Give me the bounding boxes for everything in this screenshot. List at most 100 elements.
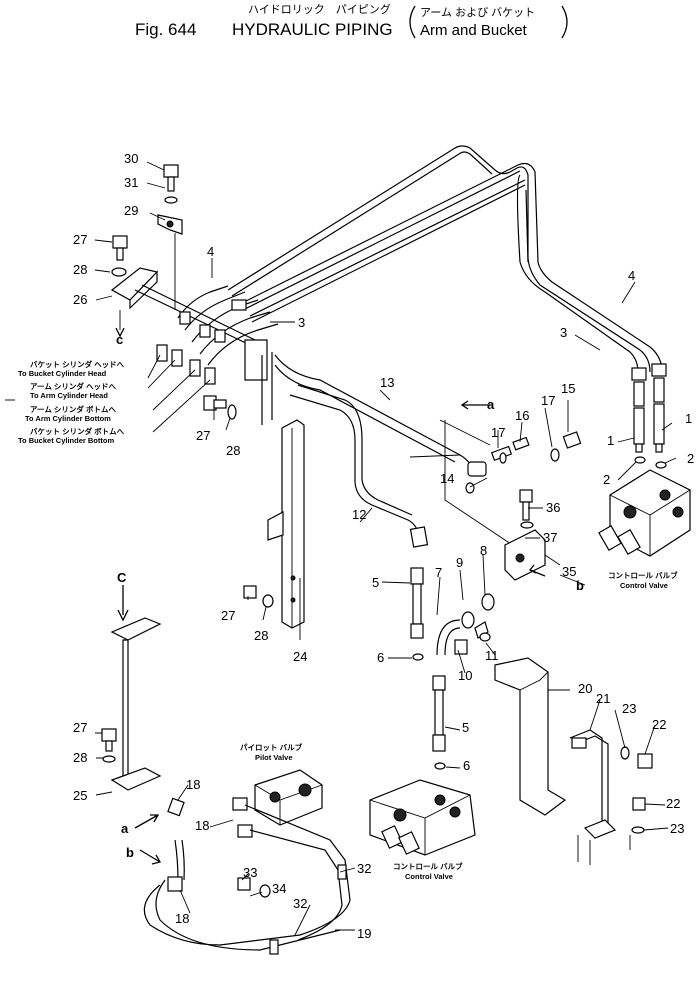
note-arm-head-en: To Arm Cylinder Head xyxy=(30,391,108,400)
figure-number: Fig. 644 xyxy=(135,20,196,39)
leader-lines xyxy=(5,161,677,936)
callout-1-right: 1 xyxy=(685,411,692,426)
callout-18-bottom: 18 xyxy=(175,911,189,926)
control-valve-upper: コントロール バルブ Control Valve xyxy=(598,469,691,590)
callout-2-right: 2 xyxy=(687,451,694,466)
letter-c-top: c xyxy=(116,332,123,347)
note-bucket-bottom-en: To Bucket Cylinder Bottom xyxy=(18,436,114,445)
letter-b-right: b xyxy=(576,578,584,593)
control-valve-upper-label-jp: コントロール バルブ xyxy=(608,570,678,580)
callout-7: 7 xyxy=(435,565,442,580)
callout-29: 29 xyxy=(124,203,138,218)
callout-8: 8 xyxy=(480,543,487,558)
title-english: HYDRAULIC PIPING xyxy=(232,20,393,39)
callout-5-bottom: 5 xyxy=(462,720,469,735)
callout-26: 26 xyxy=(73,292,87,307)
callout-18-mid: 18 xyxy=(195,818,209,833)
subtitle-english: Arm and Bucket xyxy=(420,22,528,39)
control-valve-lower-label-jp: コントロール バルブ xyxy=(393,861,463,871)
pilot-valve-label-en: Pilot Valve xyxy=(255,753,293,762)
callout-17-right: 17 xyxy=(541,393,555,408)
callout-28-top: 28 xyxy=(73,262,87,277)
bracket-20-21 xyxy=(494,657,653,865)
subtitle-japanese: アーム および バケット xyxy=(420,6,535,19)
callout-23-bottom: 23 xyxy=(670,821,684,836)
note-arm-bottom-jp: アーム シリンダ ボトムへ xyxy=(30,404,116,414)
callout-22-bottom: 22 xyxy=(666,796,680,811)
callout-33: 33 xyxy=(243,865,257,880)
control-valve-lower: コントロール バルブ Control Valve xyxy=(369,779,476,881)
control-valve-lower-label-en: Control Valve xyxy=(405,872,453,881)
pilot-valve-label-jp: パイロット バルブ xyxy=(240,742,303,752)
vertical-bracket-24 xyxy=(243,352,305,629)
callout-32-left: 32 xyxy=(293,896,307,911)
cylinder-notes: バケット シリンダ ヘッドへ To Bucket Cylinder Head ア… xyxy=(18,359,125,445)
stand-25 xyxy=(101,585,162,791)
callout-35: 35 xyxy=(562,564,576,579)
center-hoses xyxy=(410,567,495,770)
callout-numbers: 30 31 29 27 28 26 c 4 3 4 3 1 2 1 2 13 a… xyxy=(73,151,694,941)
callout-3-right: 3 xyxy=(560,325,567,340)
callout-31: 31 xyxy=(124,175,138,190)
callout-14: 14 xyxy=(440,471,454,486)
callout-11: 11 xyxy=(485,648,499,663)
callout-6-bottom: 6 xyxy=(463,758,470,773)
callout-13: 13 xyxy=(380,375,394,390)
callout-4-left: 4 xyxy=(207,244,214,259)
callout-5-top: 5 xyxy=(372,575,379,590)
main-pipe-run xyxy=(177,145,663,373)
callout-24: 24 xyxy=(293,649,307,664)
callout-23-top: 23 xyxy=(622,701,636,716)
callout-22-top: 22 xyxy=(652,717,666,732)
note-arm-bottom-en: To Arm Cylinder Bottom xyxy=(25,414,111,423)
callout-32-right: 32 xyxy=(357,861,371,876)
callout-6-top: 6 xyxy=(377,650,384,665)
callout-34: 34 xyxy=(272,881,286,896)
control-valve-upper-label-en: Control Valve xyxy=(620,581,668,590)
callout-27-low: 27 xyxy=(221,608,235,623)
callout-4-right: 4 xyxy=(628,268,635,283)
callout-17-left: 17 xyxy=(491,425,505,440)
note-arm-head-jp: アーム シリンダ ヘッドへ xyxy=(30,381,116,391)
callout-27-bottom: 27 xyxy=(73,720,87,735)
title-japanese: ハイドロリック パイピング xyxy=(248,2,391,16)
letter-a-top: a xyxy=(487,397,495,412)
callout-37: 37 xyxy=(543,530,557,545)
callout-15: 15 xyxy=(561,381,575,396)
figure-header: ハイドロリック パイピング Fig. 644 HYDRAULIC PIPING … xyxy=(135,2,568,39)
callout-2-left: 2 xyxy=(603,472,610,487)
title-paren-right xyxy=(561,5,568,39)
pilot-valve: パイロット バルブ Pilot Valve xyxy=(143,742,351,955)
letter-b-bottom: b xyxy=(126,845,134,860)
callout-28-mid: 28 xyxy=(226,443,240,458)
callout-18-top: 18 xyxy=(186,777,200,792)
title-paren-left xyxy=(409,5,416,39)
callout-10: 10 xyxy=(458,668,472,683)
callout-1-left: 1 xyxy=(607,433,614,448)
letter-c-bottom: C xyxy=(117,570,127,585)
callout-36: 36 xyxy=(546,500,560,515)
top-right-fittings xyxy=(631,363,667,469)
callout-16: 16 xyxy=(515,408,529,423)
callout-30: 30 xyxy=(124,151,138,166)
callout-27-top: 27 xyxy=(73,232,87,247)
pipes-12-13 xyxy=(274,354,487,548)
note-bucket-head-jp: バケット シリンダ ヘッドへ xyxy=(30,359,125,369)
callout-19: 19 xyxy=(357,926,371,941)
callout-12: 12 xyxy=(352,507,366,522)
note-bucket-bottom-jp: バケット シリンダ ボトムへ xyxy=(30,426,125,436)
block-35 xyxy=(504,489,586,586)
callout-25: 25 xyxy=(73,788,87,803)
callout-9: 9 xyxy=(456,555,463,570)
callout-28-bottom: 28 xyxy=(73,750,87,765)
letter-a-bottom: a xyxy=(121,821,129,836)
callout-27-mid: 27 xyxy=(196,428,210,443)
callout-3-left: 3 xyxy=(298,315,305,330)
callout-21: 21 xyxy=(596,691,610,706)
upper-bracket-assembly xyxy=(110,164,268,420)
callout-20: 20 xyxy=(578,681,592,696)
hardware-15-17 xyxy=(439,419,582,551)
callout-28-low: 28 xyxy=(254,628,268,643)
note-bucket-head-en: To Bucket Cylinder Head xyxy=(18,369,107,378)
